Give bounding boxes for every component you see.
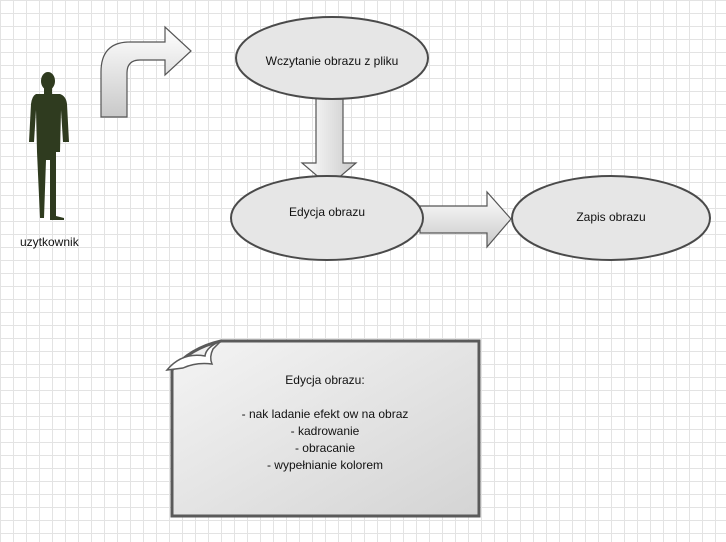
note-item: - obracanie [294,441,356,455]
node-load-image[interactable] [235,16,429,100]
node-save-label: Zapis obrazu [576,210,646,224]
node-load-label: Wczytanie obrazu z pliku [265,54,399,68]
note-item: - kadrowanie [290,424,360,438]
note-title: Edycja obrazu: [285,373,365,387]
actor-label: uzytkownik [20,235,79,249]
note-content: Edycja obrazu: - nak ladanie efekt ow na… [174,372,476,474]
note-spacer [174,389,476,406]
node-edit-label: Edycja obrazu [288,205,366,219]
node-save-image[interactable] [511,175,711,261]
node-edit-image[interactable] [230,175,424,261]
down-arrow-icon [300,95,358,187]
curved-arrow-icon [100,25,192,118]
user-actor-icon [29,72,69,220]
right-arrow-icon [419,190,512,249]
note-item: - wypełnianie kolorem [266,458,384,472]
note-corner-curl-icon [165,340,222,371]
note-item: - nak ladanie efekt ow na obraz [241,407,409,421]
